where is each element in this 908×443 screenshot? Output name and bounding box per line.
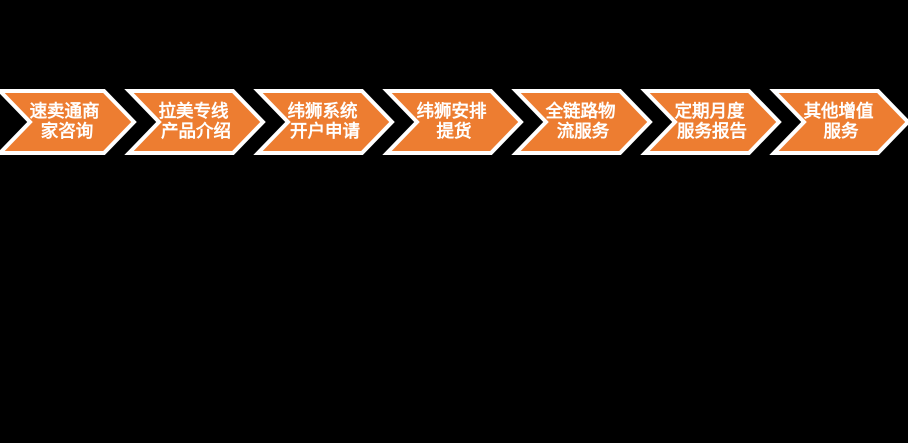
step-label-6: 定期月度 服务报告 xyxy=(675,101,750,141)
step-label-4: 纬狮安排 提货 xyxy=(417,101,492,141)
step-1-line-1: 速卖通商 xyxy=(30,101,100,121)
step-4-line-2: 提货 xyxy=(437,121,472,141)
chevron-shape-4 xyxy=(382,89,524,155)
step-label-7: 其他增值 服务 xyxy=(804,101,879,141)
step-label-2: 拉美专线 产品介绍 xyxy=(159,101,234,141)
process-step-4: 纬狮安排 提货 xyxy=(382,89,524,155)
step-5-line-1: 全链路物 xyxy=(545,101,616,121)
step-3-line-2: 开户申请 xyxy=(290,121,360,141)
step-label-5: 全链路物 流服务 xyxy=(545,101,621,141)
process-step-5: 全链路物 流服务 xyxy=(511,89,653,155)
process-step-2: 拉美专线 产品介绍 xyxy=(124,89,266,155)
step-7-line-2: 服务 xyxy=(824,121,859,141)
chevron-shape-5 xyxy=(511,89,653,155)
step-2-line-2: 产品介绍 xyxy=(161,121,231,141)
process-step-3: 纬狮系统 开户申请 xyxy=(253,89,395,155)
step-7-line-1: 其他增值 xyxy=(804,101,874,121)
step-label-1: 速卖通商 家咨询 xyxy=(30,101,105,141)
step-6-line-1: 定期月度 xyxy=(675,101,745,121)
step-5-line-2: 流服务 xyxy=(557,121,610,141)
chevron-shape-2 xyxy=(124,89,266,155)
step-2-line-1: 拉美专线 xyxy=(159,101,229,121)
chevron-shape-7 xyxy=(769,89,908,155)
process-step-1: 速卖通商 家咨询 xyxy=(0,89,137,155)
step-label-3: 纬狮系统 开户申请 xyxy=(288,101,363,141)
process-step-6: 定期月度 服务报告 xyxy=(640,89,782,155)
chevron-shape-1 xyxy=(0,89,137,155)
process-step-7: 其他增值 服务 xyxy=(769,89,908,155)
step-4-line-1: 纬狮安排 xyxy=(417,101,487,121)
step-3-line-1: 纬狮系统 xyxy=(288,101,358,121)
step-1-line-2: 家咨询 xyxy=(41,121,94,141)
step-6-line-2: 服务报告 xyxy=(677,121,747,141)
chevron-shape-3 xyxy=(253,89,395,155)
chevron-shape-6 xyxy=(640,89,782,155)
